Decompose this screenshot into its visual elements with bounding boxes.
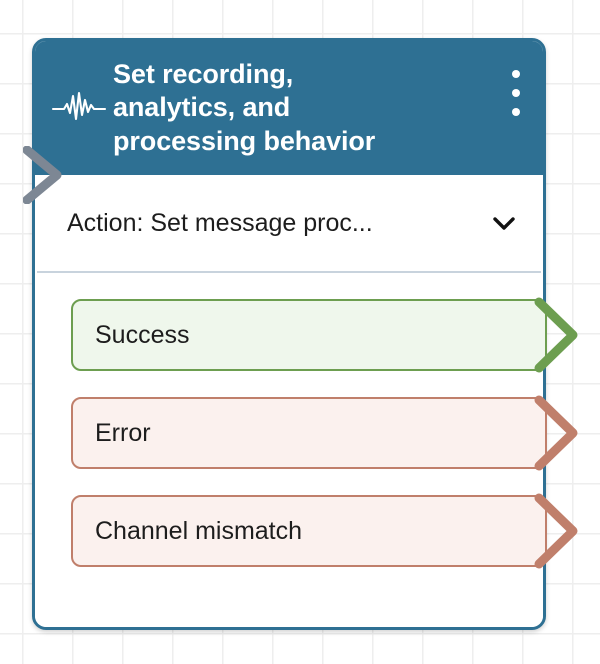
output-pill: Channel mismatch [71, 495, 547, 567]
kebab-dot [512, 89, 520, 97]
output-label: Success [95, 320, 190, 349]
output-pill: Error [71, 397, 547, 469]
node-title: Set recording, analytics, and processing… [113, 59, 376, 156]
kebab-menu-icon[interactable] [499, 57, 533, 129]
output-pill: Success [71, 299, 547, 371]
waveform-icon [51, 91, 107, 125]
node-body: Action: Set message proc... Success [35, 175, 578, 627]
flow-node-card[interactable]: Set recording, analytics, and processing… [23, 38, 578, 630]
node-header: Set recording, analytics, and processing… [35, 41, 543, 175]
output-port-error[interactable]: Error [35, 395, 578, 471]
section-divider [37, 271, 541, 273]
output-port-success[interactable]: Success [35, 297, 578, 373]
kebab-dot [512, 108, 520, 116]
kebab-dot [512, 70, 520, 78]
chevron-down-icon[interactable] [489, 208, 519, 238]
action-dropdown-label: Action: Set message proc... [67, 208, 373, 237]
node-outputs: Success Error Channel mi [35, 273, 578, 569]
output-label: Channel mismatch [95, 516, 303, 545]
output-label: Error [95, 418, 151, 447]
output-port-channel-mismatch[interactable]: Channel mismatch [35, 493, 578, 569]
action-dropdown[interactable]: Action: Set message proc... [35, 175, 543, 271]
